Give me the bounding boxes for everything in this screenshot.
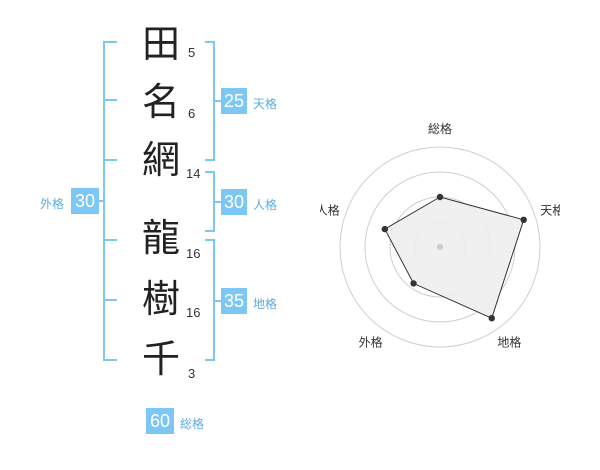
- name-char-2: 名: [142, 80, 181, 124]
- tenkaku-label: 天格: [253, 97, 278, 111]
- radar-point-1: [436, 193, 444, 201]
- gaikaku-label: 外格: [40, 197, 65, 211]
- stroke-count-4: 16: [186, 246, 201, 261]
- radar-shape: [384, 196, 525, 319]
- stroke-count-6: 3: [188, 366, 196, 381]
- jinkaku-bracket: [205, 171, 215, 232]
- tenkaku-value-badge: 25: [221, 88, 247, 114]
- chikaku-label: 地格: [253, 297, 278, 311]
- chikaku-bracket: [205, 239, 215, 361]
- name-char-6: 千: [142, 337, 181, 381]
- name-char-5: 樹: [142, 277, 181, 321]
- chikaku-value-badge: 35: [221, 288, 247, 314]
- radar-axis-label-4: 外格: [359, 334, 383, 349]
- soukaku-value-badge: 60: [146, 408, 174, 434]
- radar-ring-4: [339, 146, 541, 348]
- stroke-count-5: 16: [186, 305, 201, 320]
- jinkaku-label: 人格: [253, 198, 278, 212]
- gaikaku-bracket: [103, 41, 117, 361]
- jinkaku-value-badge: 30: [221, 189, 247, 215]
- soukaku-label: 総格: [180, 417, 205, 431]
- gaikaku-value-badge: 30: [71, 188, 99, 214]
- radar-axis-label-5: 人格: [320, 203, 340, 218]
- radar-point-3: [488, 314, 495, 322]
- stroke-count-1: 5: [188, 45, 196, 60]
- name-char-3: 網: [142, 138, 181, 182]
- stroke-count-3: 14: [186, 166, 201, 181]
- radar-point-4: [410, 280, 417, 287]
- name-char-1: 田: [142, 22, 181, 66]
- tenkaku-bracket: [205, 41, 215, 161]
- radar-axis-label-3: 地格: [497, 334, 521, 349]
- radar-axis-label-1: 総格: [428, 121, 452, 136]
- radar-point-5: [381, 225, 389, 233]
- radar-axis-label-2: 天格: [540, 203, 560, 218]
- radar-center-dot: [437, 244, 443, 250]
- radar-point-2: [520, 216, 527, 224]
- stroke-count-2: 6: [188, 106, 196, 121]
- name-char-4: 龍: [142, 216, 181, 260]
